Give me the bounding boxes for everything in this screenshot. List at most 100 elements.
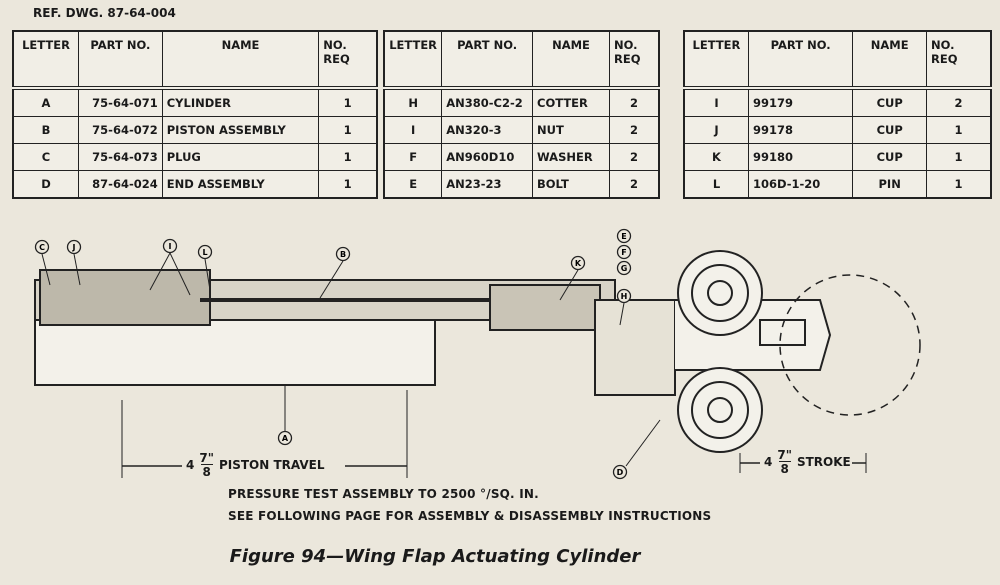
cell-letter: A: [12, 87, 80, 117]
column-name: NAME: [161, 30, 320, 89]
figure-caption: Figure 94—Wing Flap Actuating Cylinder: [229, 546, 641, 567]
column-part-no: PART NO.: [78, 30, 163, 89]
req-label: REQ: [614, 52, 641, 66]
svg-text:K: K: [575, 259, 582, 268]
callout-a: A: [277, 430, 293, 446]
reference-drawing-number: REF. DWG. 87-64-004: [33, 6, 176, 20]
callout-d: D: [612, 464, 628, 480]
svg-text:I: I: [169, 242, 172, 251]
cell-no-req: 2: [609, 143, 660, 171]
stroke-denominator: 8: [778, 461, 791, 476]
callout-j: J: [66, 239, 82, 255]
cell-letter: K: [683, 143, 749, 171]
travel-denominator: 8: [200, 464, 213, 479]
stroke-numerator: 7": [777, 448, 792, 462]
cell-part-no: AN960D10: [441, 143, 533, 171]
callout-b: B: [335, 246, 351, 262]
cell-part-no: 75-64-073: [78, 143, 163, 171]
travel-label: PISTON TRAVEL: [218, 457, 325, 472]
cell-part-no: 99180: [747, 143, 854, 171]
column-part-no: PART NO.: [441, 30, 533, 89]
cell-no-req: 1: [926, 143, 992, 171]
column-letter: LETTER: [12, 30, 80, 89]
svg-text:D: D: [617, 468, 624, 477]
cell-letter: L: [683, 170, 749, 199]
cell-name: PIN: [852, 170, 928, 199]
cell-no-req: 1: [318, 143, 378, 171]
instructions-note: SEE FOLLOWING PAGE FOR ASSEMBLY & DISASS…: [228, 509, 712, 523]
svg-text:E: E: [621, 232, 626, 241]
stroke-fraction: 7"8: [777, 449, 792, 475]
cell-name: CUP: [852, 87, 928, 117]
callout-c: C: [34, 239, 50, 255]
req-label: REQ: [931, 52, 958, 66]
travel-whole: 4: [186, 457, 195, 472]
cell-name: CUP: [852, 143, 928, 171]
callout-k: K: [570, 255, 586, 271]
stroke-label: STROKE: [796, 454, 851, 469]
cell-part-no: 99179: [747, 87, 854, 117]
svg-text:B: B: [340, 250, 346, 259]
cell-letter: I: [683, 87, 749, 117]
callout-f: F: [616, 244, 632, 260]
cell-part-no: 75-64-072: [78, 116, 163, 144]
cell-name: PLUG: [161, 143, 320, 171]
stroke-whole: 4: [764, 454, 773, 469]
pressure-test-note: PRESSURE TEST ASSEMBLY TO 2500 °/SQ. IN.: [228, 487, 539, 501]
callout-i: I: [162, 238, 178, 254]
cell-letter: J: [683, 116, 749, 144]
column-no-req: NO.REQ: [926, 30, 992, 89]
callout-e: E: [616, 228, 632, 244]
cell-name: CYLINDER: [161, 87, 320, 117]
cell-name: BOLT: [532, 170, 610, 199]
no-label: NO.: [614, 38, 638, 52]
travel-fraction: 7"8: [199, 452, 214, 478]
piston-travel-dimension: 4 7"8 PISTON TRAVEL: [186, 452, 325, 478]
cell-name: COTTER: [532, 87, 610, 117]
no-label: NO.: [931, 38, 955, 52]
req-label: REQ: [323, 52, 350, 66]
svg-text:J: J: [72, 243, 76, 252]
cell-letter: E: [383, 170, 443, 199]
cell-name: WASHER: [532, 143, 610, 171]
cell-no-req: 1: [318, 170, 378, 199]
svg-text:G: G: [621, 264, 628, 273]
stroke-dimension: 4 7"8 STROKE: [764, 449, 851, 475]
cell-no-req: 2: [609, 170, 660, 199]
svg-text:H: H: [621, 292, 628, 301]
column-name: NAME: [852, 30, 928, 89]
svg-text:F: F: [621, 248, 626, 257]
no-label: NO.: [323, 38, 347, 52]
cell-part-no: 75-64-071: [78, 87, 163, 117]
column-name: NAME: [532, 30, 610, 89]
svg-text:C: C: [39, 243, 45, 252]
column-no-req: NO.REQ: [609, 30, 660, 89]
cell-part-no: 106D-1-20: [747, 170, 854, 199]
svg-text:A: A: [282, 434, 289, 443]
cell-name: END ASSEMBLY: [161, 170, 320, 199]
svg-text:L: L: [202, 248, 207, 257]
cell-letter: C: [12, 143, 80, 171]
column-letter: LETTER: [683, 30, 749, 89]
cell-no-req: 1: [318, 116, 378, 144]
cell-letter: D: [12, 170, 80, 199]
travel-numerator: 7": [199, 451, 214, 465]
callout-g: G: [616, 260, 632, 276]
callout-l: L: [197, 244, 213, 260]
